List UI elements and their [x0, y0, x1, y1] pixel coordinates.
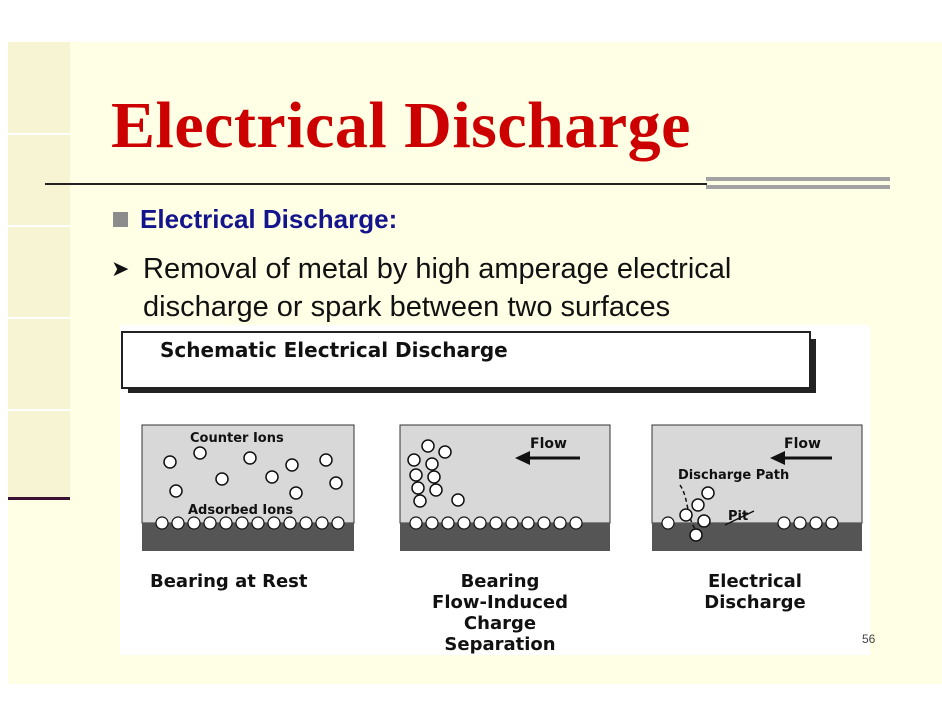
bullet-body: ➤ Removal of metal by high amperage elec…: [111, 250, 871, 326]
panel-bearing-at-rest: Counter Ions Adsorbed Ions: [141, 424, 355, 551]
panel-electrical-discharge: Flow Discharge Path Pit: [651, 424, 863, 551]
negative-ions: [163, 446, 343, 500]
square-bullet-icon: [113, 212, 128, 227]
flow-label: Flow: [784, 436, 821, 452]
positive-ions: [661, 516, 839, 530]
caption-line: Flow-Induced: [432, 592, 568, 613]
counter-ions-label: Counter Ions: [190, 431, 284, 446]
bearing-surface: [652, 523, 862, 551]
caption-line: Discharge: [704, 592, 805, 613]
bullet-heading: Electrical Discharge:: [113, 204, 397, 235]
positive-ions: [155, 516, 345, 530]
title-accent-bar: [706, 177, 890, 181]
figure-header-shadow: [128, 388, 816, 393]
left-band-bottom-line: [8, 497, 70, 500]
discharge-path-label: Discharge Path: [678, 468, 789, 483]
figure-header-box: [121, 331, 811, 389]
separated-negative-ions: [407, 439, 465, 508]
schematic-figure: Schematic Electrical Discharge Counter I…: [120, 325, 870, 655]
title-accent-bar: [706, 185, 890, 189]
discharge-ions: [679, 486, 715, 542]
positive-ions: [409, 516, 583, 530]
caption-line: Charge: [464, 613, 536, 634]
flow-arrowhead-icon: [770, 451, 785, 465]
pit-pointer: [724, 510, 755, 526]
title-rule: [45, 183, 707, 185]
caption-line: Separation: [444, 634, 555, 655]
arrow-bullet-icon: ➤: [111, 256, 130, 281]
pit-label: Pit: [728, 509, 748, 524]
bullet-heading-text: Electrical Discharge:: [140, 204, 398, 234]
adsorbed-ions-label: Adsorbed Ions: [188, 503, 293, 518]
flow-arrowhead-icon: [515, 451, 530, 465]
bullet-body-line: Removal of metal by high amperage electr…: [143, 253, 732, 285]
page-number: 56: [862, 632, 876, 646]
left-decorative-band: [8, 42, 70, 499]
slide-title: Electrical Discharge: [111, 89, 691, 162]
schematic-svg: Schematic Electrical Discharge Counter I…: [121, 331, 863, 655]
caption-bearing-at-rest: Bearing at Rest: [150, 571, 308, 592]
bullet-body-line: discharge or spark between two surfaces: [143, 291, 671, 323]
flow-label: Flow: [530, 436, 567, 452]
caption-line: Bearing: [461, 571, 540, 592]
figure-header-shadow: [810, 339, 816, 391]
figure-header-text: Schematic Electrical Discharge: [160, 338, 508, 362]
panel-flow-induced: Flow: [399, 424, 611, 551]
caption-line: Electrical: [708, 571, 802, 592]
